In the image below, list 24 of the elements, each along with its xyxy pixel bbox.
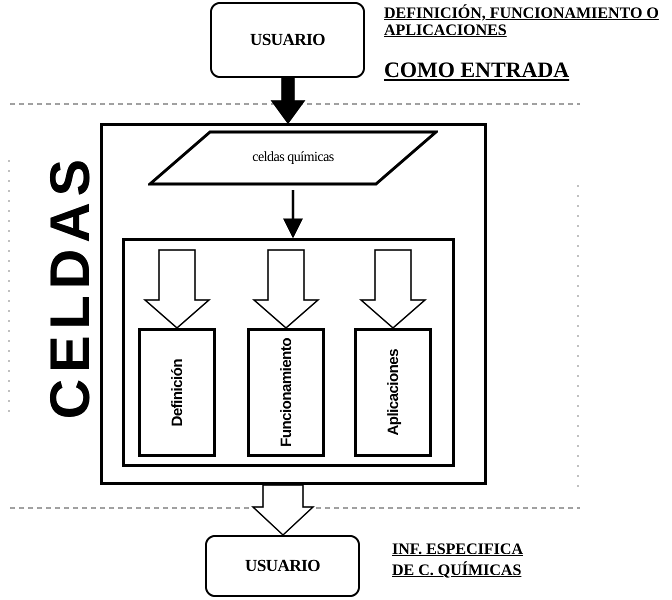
- underlined-caption: DEFINICIÓN, FUNCIONAMIENTO O APLICACIONES: [384, 6, 660, 40]
- inner-frame: [122, 238, 455, 467]
- topic-label: Funcionamiento: [278, 338, 294, 447]
- block-arrow: [270, 77, 306, 124]
- underlined-caption: INF. ESPECIFICA: [392, 542, 524, 559]
- user-box: [205, 535, 360, 597]
- data-parallelogram: [148, 130, 438, 186]
- parallelogram-label: celdas químicas: [252, 150, 334, 166]
- topic-box: [138, 328, 216, 457]
- user-label: USUARIO: [250, 30, 325, 50]
- user-box: [210, 2, 365, 78]
- topic-label: Definición: [168, 358, 186, 426]
- arrow: [283, 190, 303, 238]
- block-arrow: [251, 484, 315, 536]
- topic-label: Aplicaciones: [384, 349, 402, 436]
- block-arrow: [359, 249, 427, 329]
- topic-box: [354, 328, 432, 457]
- block-arrow: [143, 249, 211, 329]
- vertical-title: CELDAS: [42, 153, 98, 420]
- underlined-caption: DE C. QUÍMICAS: [392, 563, 522, 580]
- user-label: USUARIO: [245, 556, 320, 576]
- underlined-caption: COMO ENTRADA: [384, 58, 570, 82]
- block-arrow: [252, 249, 320, 329]
- topic-box: [247, 328, 325, 457]
